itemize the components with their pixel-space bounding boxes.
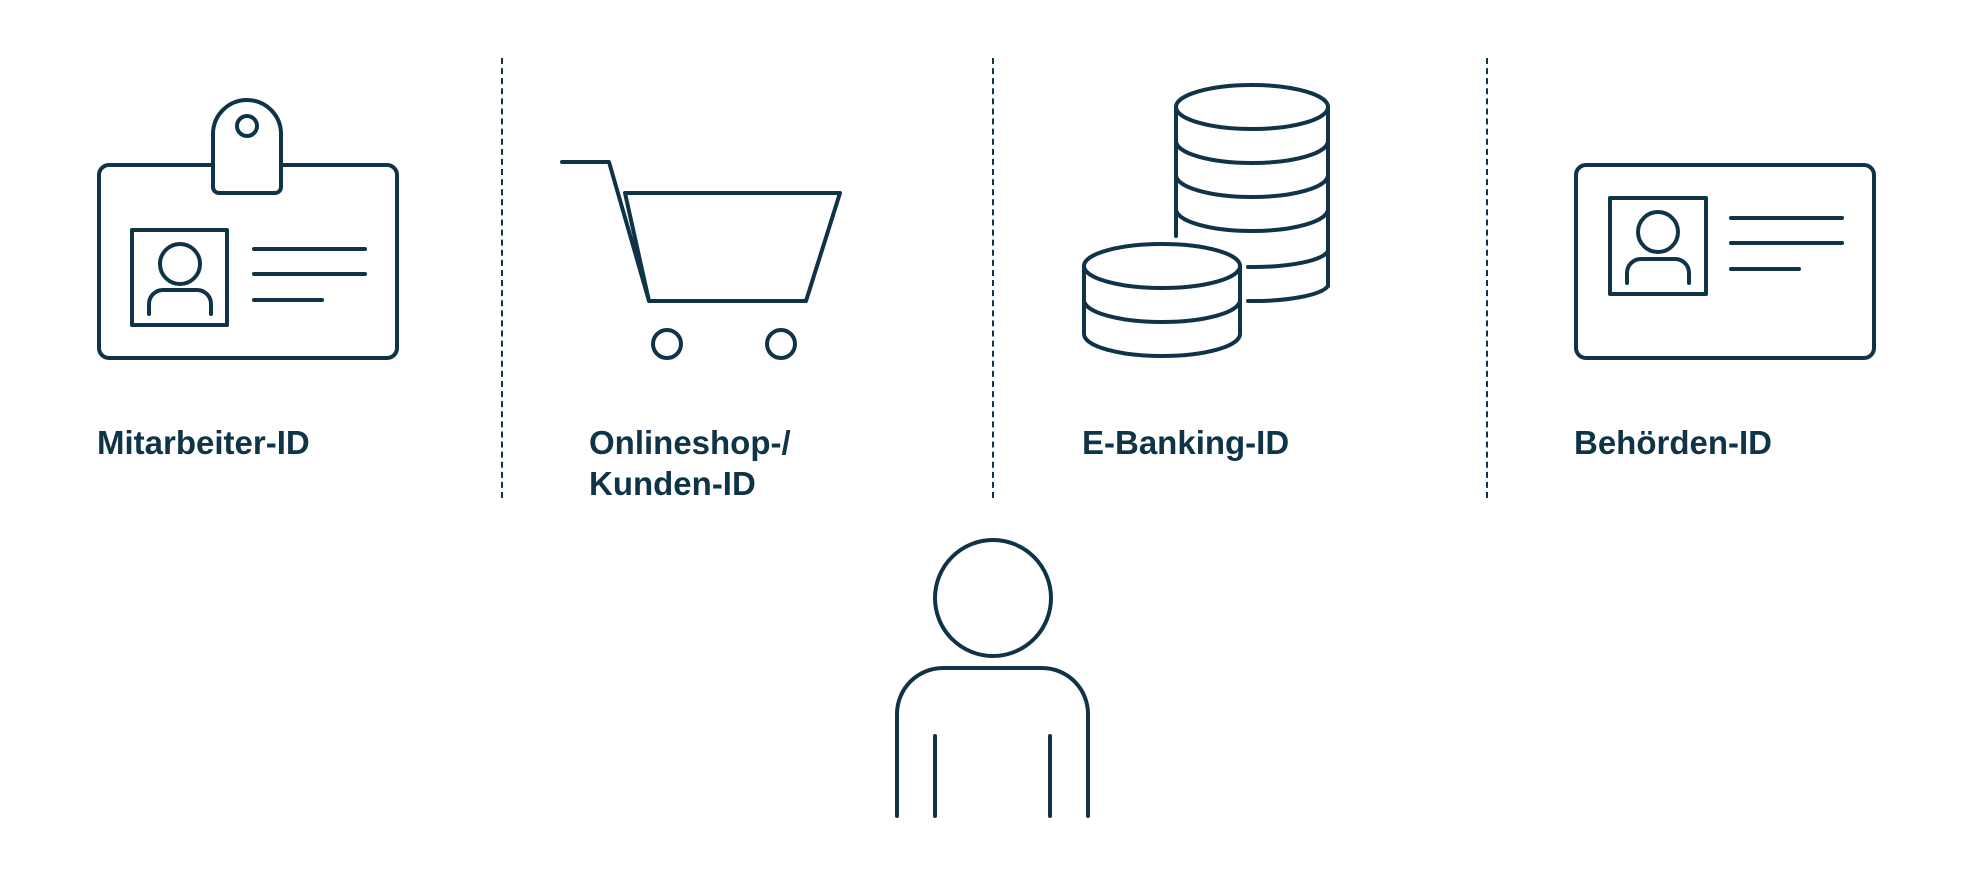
item-authority-id: Behörden-ID	[1478, 0, 1970, 500]
label-ebanking-id: E-Banking-ID	[1082, 424, 1290, 461]
id-card-icon	[1574, 163, 1876, 360]
shopping-cart-icon	[560, 160, 842, 360]
divider	[1486, 58, 1488, 498]
person-icon	[895, 538, 1090, 818]
item-onlineshop-id: Onlineshop-/ Kunden-ID	[494, 0, 986, 502]
label-authority-id: Behörden-ID	[1574, 424, 1772, 461]
item-ebanking-id: E-Banking-ID	[986, 0, 1478, 500]
item-employee-id: Mitarbeiter-ID	[0, 0, 492, 500]
label-line-2: Kunden-ID	[589, 465, 756, 502]
coin-stack-icon	[1082, 83, 1330, 358]
employee-badge-icon	[97, 98, 399, 360]
label-onlineshop-id: Onlineshop-/ Kunden-ID	[589, 422, 791, 504]
divider	[501, 58, 503, 498]
divider	[992, 58, 994, 498]
label-line-1: Onlineshop-/	[589, 424, 791, 461]
label-employee-id: Mitarbeiter-ID	[97, 424, 310, 461]
